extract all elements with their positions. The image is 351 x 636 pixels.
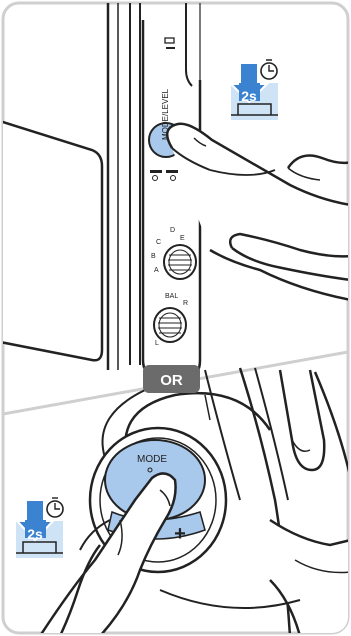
hold-duration-label-top: 2s	[241, 88, 257, 104]
knob-letter-d: D	[170, 227, 175, 234]
eq-knob	[164, 245, 196, 279]
knob-letter-c: C	[156, 239, 161, 246]
knob-letter-b: B	[151, 253, 156, 260]
knob-letter-l: L	[155, 340, 159, 347]
knob-letter-e: E	[180, 235, 185, 242]
mode-label: MODE	[137, 454, 167, 465]
hold-duration-label-bottom: 2s	[27, 526, 43, 542]
plus-symbol: +	[174, 523, 186, 545]
balance-knob	[154, 308, 186, 342]
or-label: OR	[160, 372, 183, 389]
knob-letter-r: R	[183, 300, 188, 307]
knob-letter-a: A	[154, 267, 159, 274]
bal-label: BAL	[165, 293, 178, 300]
or-badge: OR	[143, 365, 200, 393]
